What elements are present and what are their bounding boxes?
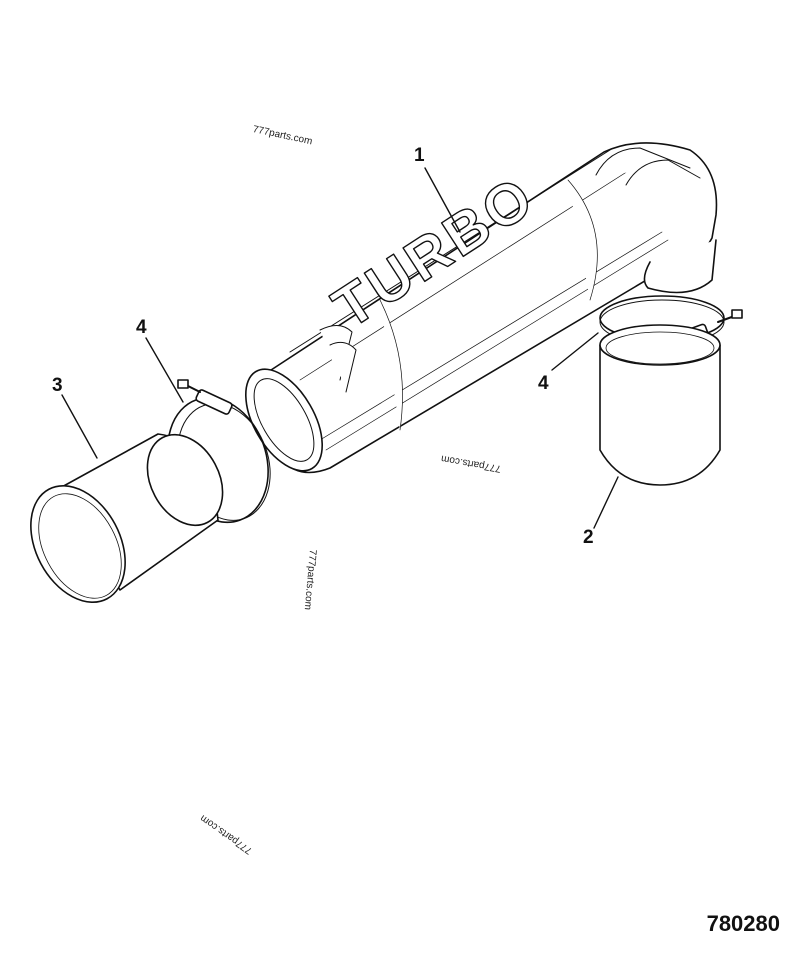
callout-4-right: 4 [538,373,549,394]
leader-line-2 [593,476,619,529]
part-2-straight-hose [599,324,721,486]
diagram-reference-number: 780280 [706,911,780,936]
callout-3: 3 [52,375,63,396]
leader-line-4a [145,337,184,403]
callout-2: 2 [583,527,594,548]
leader-line-3 [61,394,98,459]
leader-lines [61,167,619,529]
leader-line-4b [551,332,599,371]
callout-4-left: 4 [136,317,147,338]
part-3-straight-hose [30,433,224,603]
leader-line-1 [424,167,461,233]
callout-1: 1 [414,145,425,166]
